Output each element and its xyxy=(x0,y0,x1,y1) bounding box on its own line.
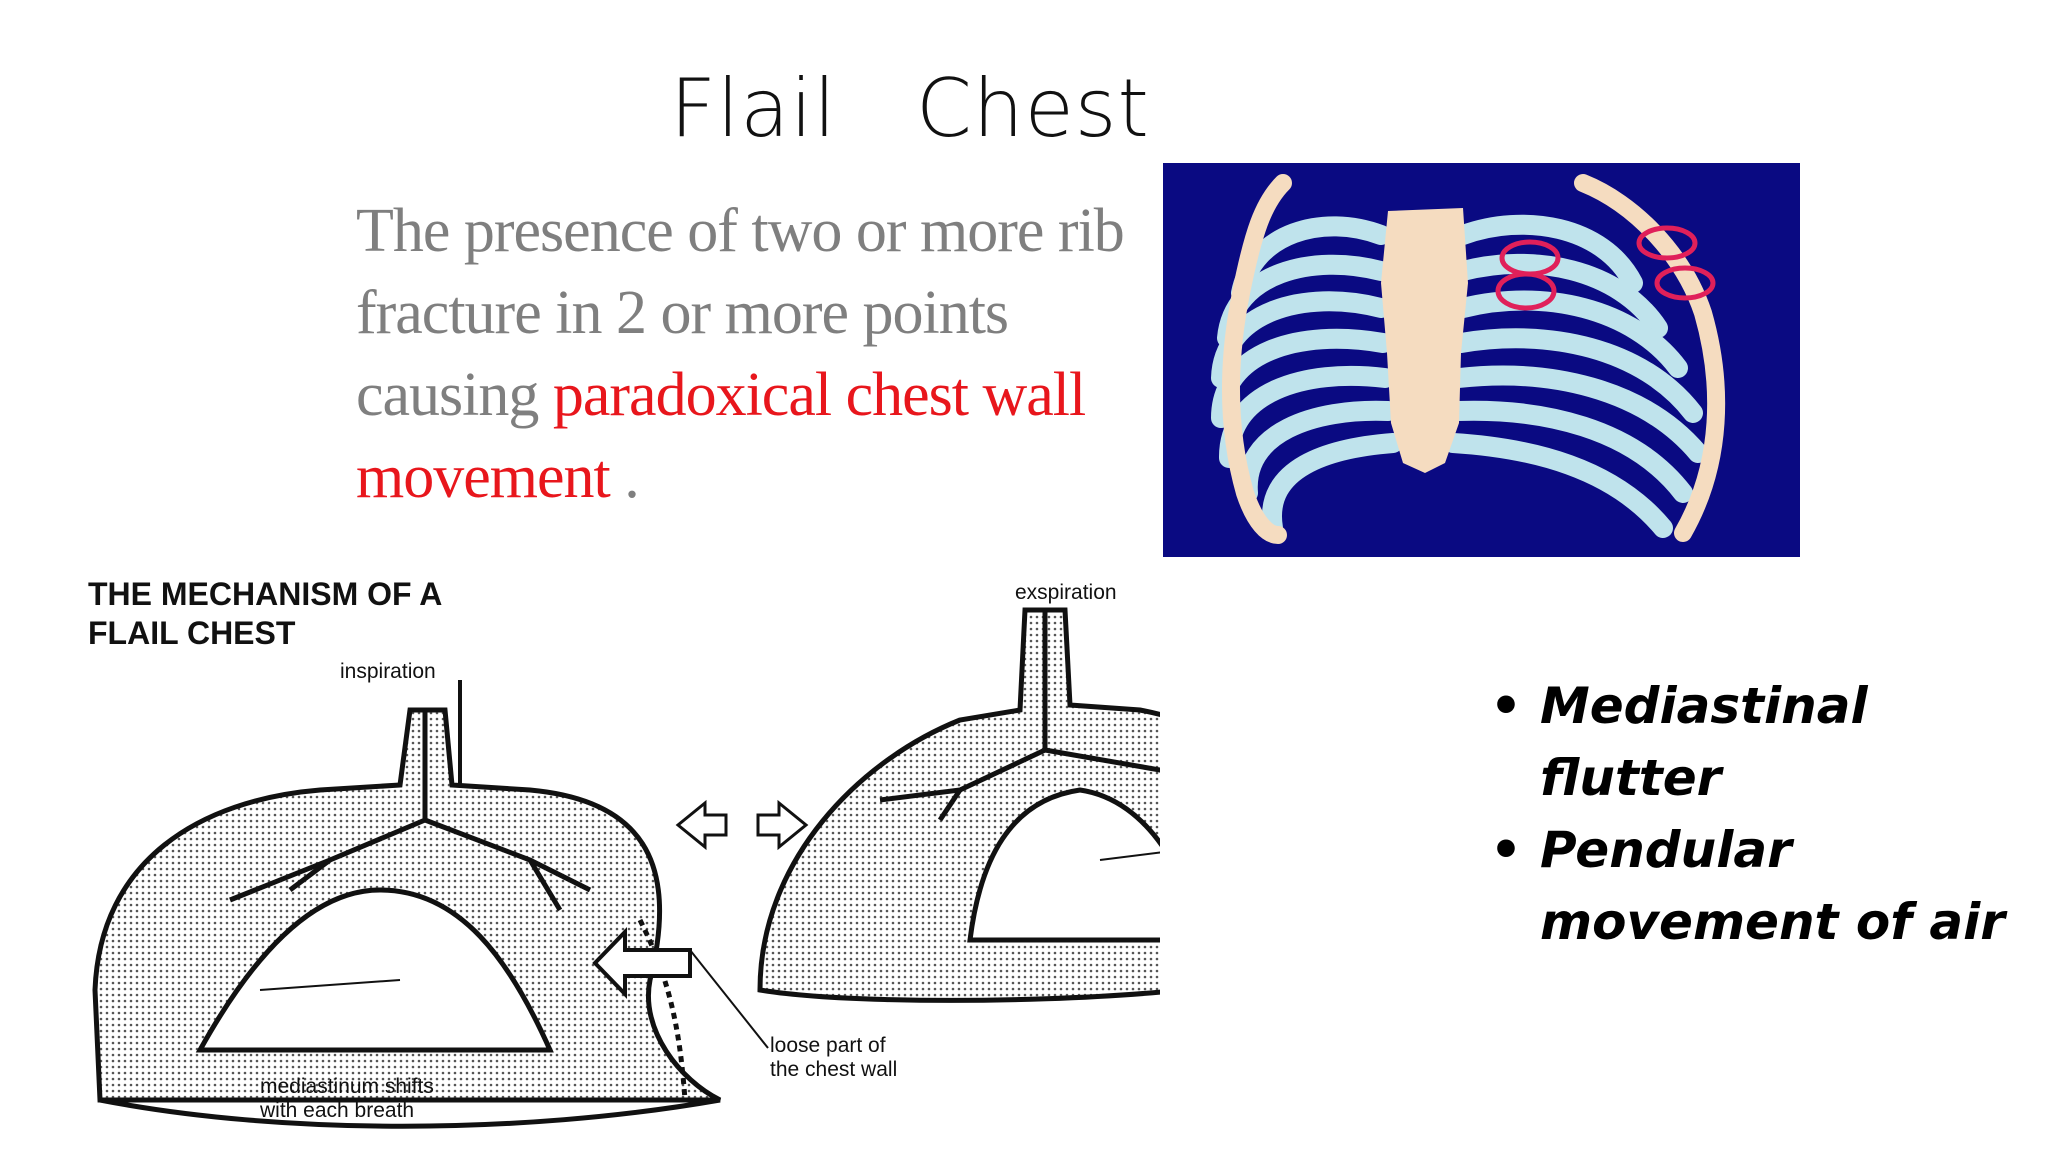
bullet-list: Mediastinal flutter Pendular movement of… xyxy=(1490,670,2010,958)
mediastinum-arrow-left xyxy=(259,979,401,991)
definition-part2: . xyxy=(609,443,640,511)
mediastinum-line1: mediastinum shifts xyxy=(260,1075,434,1098)
fracture-marker xyxy=(1654,265,1716,301)
slide-title: Flail Chest xyxy=(670,62,1150,155)
sternum xyxy=(1381,208,1468,473)
fracture-marker xyxy=(1495,271,1557,311)
expiration-chest xyxy=(757,607,1160,1003)
mediastinum-arrow-right xyxy=(1099,851,1160,861)
expiration-airways xyxy=(879,610,1160,822)
exspiration-label: exspiration xyxy=(1015,581,1117,604)
inward-arrow xyxy=(592,927,692,999)
loose-part-line1: loose part of xyxy=(770,1034,886,1057)
ribcage-illustration xyxy=(1163,163,1800,557)
mediastinum-line2: with each breath xyxy=(259,1099,414,1122)
definition-highlight: paradoxical chest wall movement xyxy=(356,361,1086,511)
definition-text: The presence of two or more rib fracture… xyxy=(356,190,1146,518)
fracture-markers xyxy=(1495,225,1716,311)
inspiration-label: inspiration xyxy=(340,660,436,683)
inspiration-chest xyxy=(92,707,722,1129)
diagram-heading-line1: THE MECHANISM OF A xyxy=(88,576,442,612)
definition-part1: The presence of two or more rib fracture… xyxy=(356,197,1125,429)
fracture-marker xyxy=(1636,225,1698,261)
bullet-pendular-movement: Pendular movement of air xyxy=(1490,814,2010,958)
ribs-left xyxy=(1211,174,1403,544)
flail-segment-dashed xyxy=(637,918,688,1101)
loose-part-pointer xyxy=(689,949,769,1049)
inspiration-airways xyxy=(229,710,592,912)
bullet-mediastinal-flutter: Mediastinal flutter xyxy=(1490,670,2010,814)
right-arrow xyxy=(756,799,809,851)
loose-part-line2: the chest wall xyxy=(770,1058,897,1081)
flail-chest-mechanism-diagram: THE MECHANISM OF A FLAIL CHEST inspirati… xyxy=(88,576,1160,1129)
left-arrow xyxy=(675,799,728,851)
diagram-heading-line2: FLAIL CHEST xyxy=(88,615,296,651)
ribs-right xyxy=(1443,174,1726,542)
